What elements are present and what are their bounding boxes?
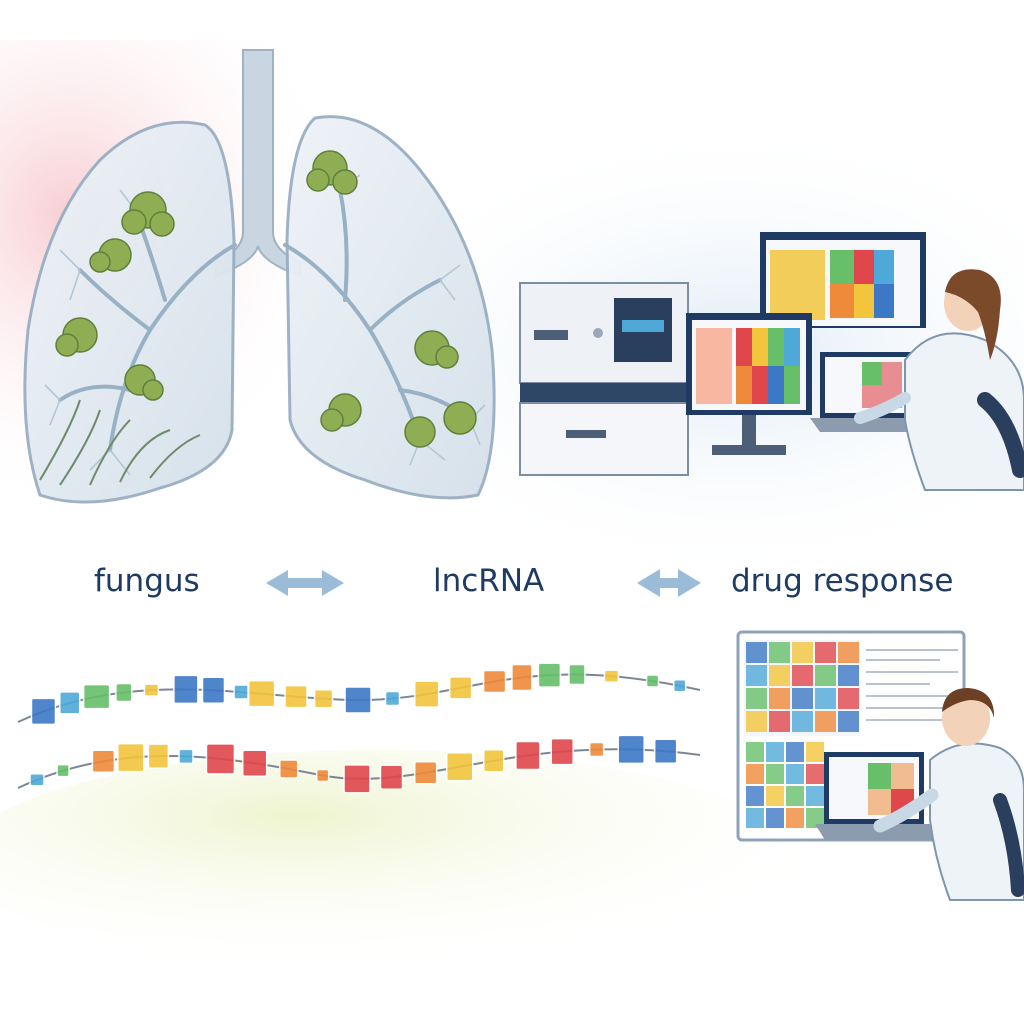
rna-block [384,690,401,707]
rna-block [448,676,473,700]
heatmap-cell [815,642,836,663]
bronchioles [44,169,486,476]
rna-block [445,752,474,782]
rna-block [653,738,678,764]
heatmap-cell [806,808,824,828]
rna-strand-top [17,662,701,726]
heatmap-cell [806,742,824,762]
concept-label-fungus: fungus [94,563,200,599]
rna-block [413,760,438,785]
heatmap-cell [766,786,784,806]
heatmap-cell [766,764,784,784]
heatmap-cell [746,711,767,732]
green-glow [0,750,800,970]
rna-block [617,734,645,765]
double-arrow-icon-1 [266,570,344,596]
heatmap-cell [746,688,767,709]
bronchi [58,188,472,452]
rna-block [315,768,330,783]
heatmap-cell [786,764,804,784]
heatmap-cell [815,665,836,686]
rna-block [201,676,226,705]
rna-block [143,683,160,697]
heatmap-cell [806,764,824,784]
heatmap-cell [769,711,790,732]
concept-label-lncrna: lncRNA [433,563,545,599]
heatmap-cell [792,665,813,686]
rna-block [645,674,660,688]
heatmap-cell [792,711,813,732]
heatmap-cell [815,711,836,732]
heatmap-cell [806,786,824,806]
rna-block [603,669,620,683]
heatmap-cell [792,642,813,663]
rna-block [284,684,308,709]
heatmap-cell [792,688,813,709]
heatmap-cell [746,742,764,762]
rna-block [30,697,57,726]
heatmap-cell [838,711,859,732]
rna-block [511,663,533,692]
rna-block [233,684,249,700]
rna-block [205,743,236,775]
monitor-middle [686,313,812,455]
rna-block [313,688,334,709]
heatmap-cell [838,642,859,663]
rna-block [672,679,687,693]
heatmap-cell [786,786,804,806]
heatmap-cell [746,642,767,663]
concept-label-drug-response: drug response [731,563,954,599]
rna-block [344,686,372,714]
rna-block [91,749,116,773]
heatmap-cell [746,665,767,686]
sequencer-machine [519,282,689,476]
heatmap-cell [766,808,784,828]
rna-block [178,748,194,765]
power-knob [593,328,603,338]
rna-block [550,737,574,766]
rna-block [58,691,81,715]
fungal-growth [39,399,201,486]
heatmap-cell [746,764,764,784]
heatmap-cell [786,808,804,828]
heatmap-cell [746,786,764,806]
double-arrow-icon-2 [637,569,701,597]
rna-block [117,742,145,773]
heatmap-cell [746,808,764,828]
rna-block [82,683,111,710]
rna-block [279,759,299,779]
rna-block [343,764,371,794]
rna-block [29,773,45,787]
heatmap-cell [838,688,859,709]
heatmap-cell [786,742,804,762]
researcher-top [854,269,1024,491]
rna-strand-bottom [17,734,701,794]
heatmap-cell [838,665,859,686]
monitor-top [760,232,926,328]
heatmap-cell [769,688,790,709]
heatmap-cell [815,688,836,709]
rna-block [379,764,404,791]
lungs-illustration [23,49,496,504]
researcher-bottom [873,688,1024,901]
rna-block [173,674,199,705]
rna-block [568,663,586,686]
rna-block [515,740,541,771]
heatmap-cell [769,642,790,663]
rna-block [537,662,562,688]
rna-block [56,763,70,778]
rna-block [482,669,507,694]
rna-block [115,682,133,703]
rna-block [588,741,605,758]
heatmap-cell [766,742,784,762]
rna-block [241,749,268,778]
rna-block [482,748,505,773]
rna-block [247,679,276,708]
rna-block [413,680,440,708]
fungus-clusters [55,150,477,448]
heatmap-cell [769,665,790,686]
rna-block [147,743,170,769]
